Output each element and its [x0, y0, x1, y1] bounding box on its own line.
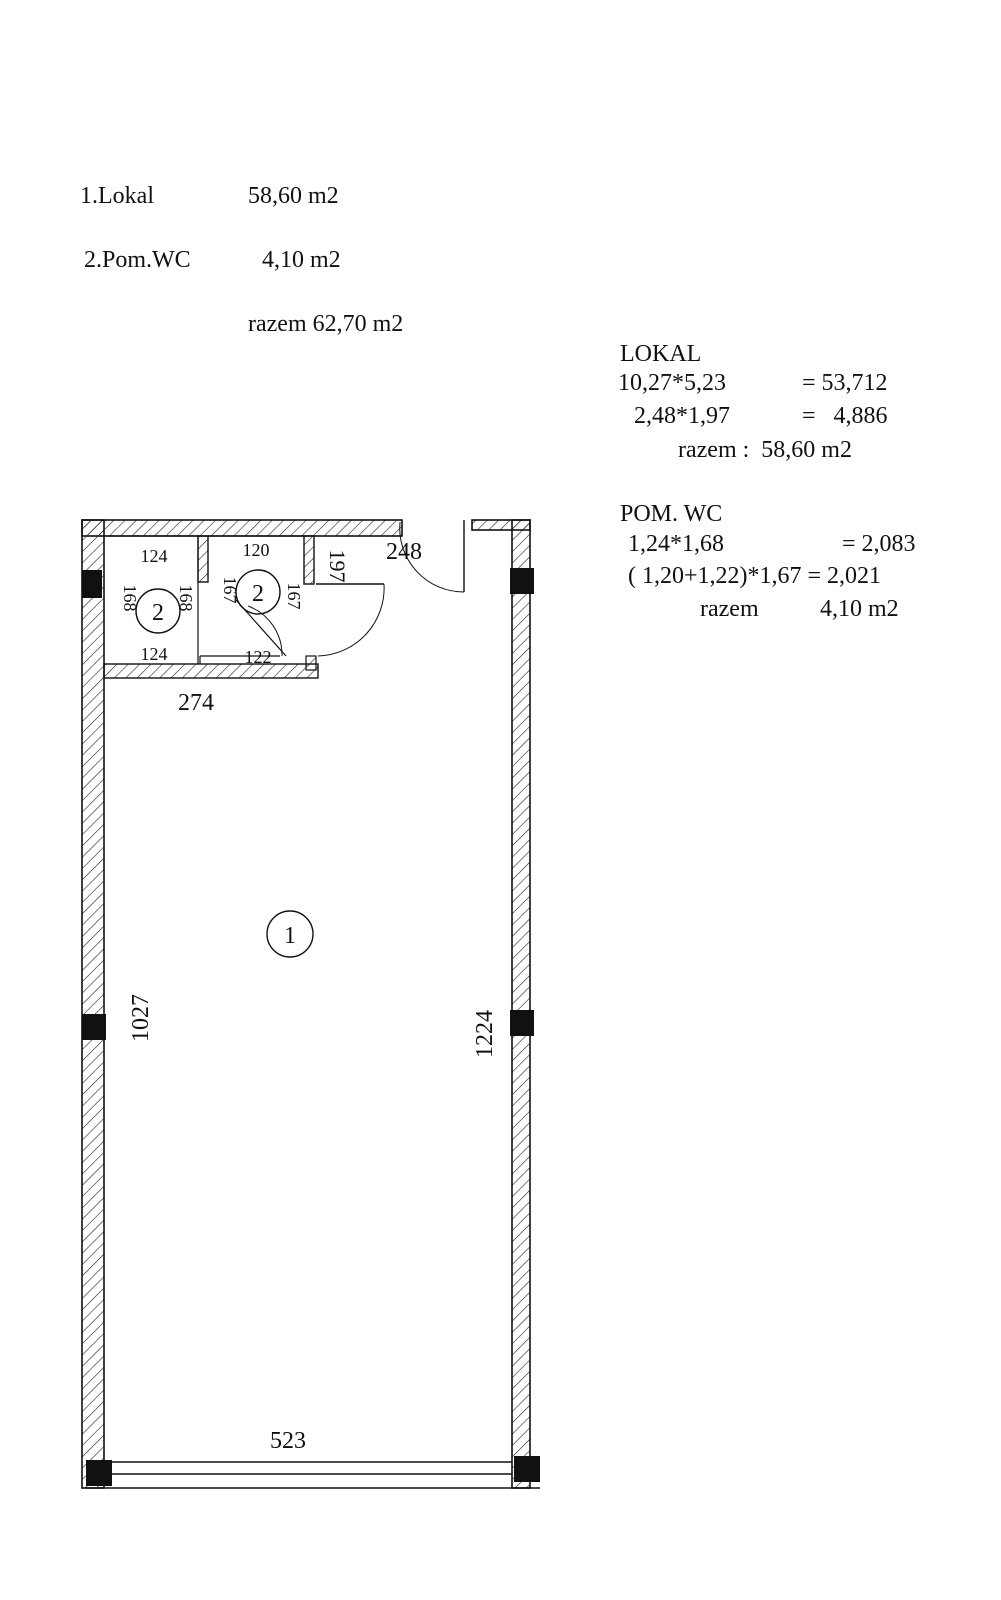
wc-block	[103, 535, 319, 679]
wc-room-a-outline	[104, 535, 199, 664]
room-marker-lokal	[266, 910, 314, 958]
wc-title: POM. WC	[620, 501, 723, 527]
column-right-mid	[510, 1010, 534, 1036]
wc-line1-expr: 1,24*1,68	[628, 531, 724, 557]
dim-wc-a-right: 168	[176, 585, 196, 612]
column-left-top	[82, 570, 102, 598]
summary-lokal-value: 58,60 m2	[248, 183, 339, 209]
summary-total: razem 62,70 m2	[248, 311, 404, 337]
room-number-wc-a: 2	[152, 600, 164, 626]
outer-walls	[81, 519, 540, 1489]
wc-total-value: 4,10 m2	[820, 596, 899, 622]
dim-wc-b-left: 167	[220, 577, 240, 604]
wc-line1-result: = 2,083	[842, 531, 916, 557]
dim-wc-b-right: 167	[284, 583, 304, 610]
dim-wc-a-bottom: 124	[141, 644, 168, 664]
room-markers: 2 2 1	[135, 569, 314, 958]
right-wall	[511, 519, 531, 1489]
room-marker-wc-b	[235, 569, 281, 615]
dim-wc-b-bottom: 122	[245, 647, 272, 667]
top-wall-left	[81, 519, 403, 537]
lokal-title: LOKAL	[620, 341, 702, 367]
column-right-bottom	[514, 1456, 540, 1482]
column-left-bottom	[86, 1460, 112, 1486]
column-left-mid	[82, 1014, 106, 1040]
wc-right-wall-upper	[303, 535, 315, 585]
summary-wc-value: 4,10 m2	[262, 247, 341, 273]
dim-wc-block-width: 274	[178, 690, 214, 716]
dim-wc-b-top: 120	[243, 540, 270, 560]
column-right-top	[510, 568, 534, 594]
wc-total-label: razem	[700, 596, 759, 622]
dim-bottom-width: 523	[270, 1428, 306, 1454]
summary-wc-label: 2.Pom.WC	[84, 247, 191, 273]
lokal-total: razem : 58,60 m2	[678, 437, 852, 463]
wc-partition-upper	[197, 535, 209, 583]
wc-bottom-wall	[103, 663, 319, 679]
left-wall	[81, 519, 105, 1489]
doors	[235, 520, 465, 657]
room-marker-wc-a	[135, 588, 181, 634]
lokal-line1-expr: 10,27*5,23	[618, 370, 726, 396]
dim-left-length: 1027	[128, 994, 154, 1042]
inner-door-swing	[247, 605, 283, 657]
dim-right-length: 1224	[472, 1010, 498, 1058]
room-number-lokal: 1	[284, 923, 296, 949]
dimension-labels: 124 120 248 124 122 274 523 168 168 167 …	[120, 539, 498, 1454]
dim-wc-a-top: 124	[141, 546, 168, 566]
lokal-line1-result: = 53,712	[802, 370, 888, 396]
dim-door-height: 197	[325, 550, 350, 583]
entry-door-swing	[399, 521, 465, 593]
summary-lokal-label: 1.Lokal	[80, 183, 154, 209]
columns	[82, 568, 540, 1486]
lokal-line2-result: = 4,886	[802, 403, 888, 429]
dim-wc-a-left: 168	[120, 585, 140, 612]
lokal-line2-expr: 2,48*1,97	[634, 403, 730, 429]
dim-door-width: 248	[386, 539, 422, 565]
wc-door-swing	[317, 583, 385, 657]
wc-right-wall-lower	[305, 655, 317, 671]
wc-line2: ( 1,20+1,22)*1,67 = 2,021	[628, 563, 882, 589]
room-number-wc-b: 2	[252, 581, 264, 607]
